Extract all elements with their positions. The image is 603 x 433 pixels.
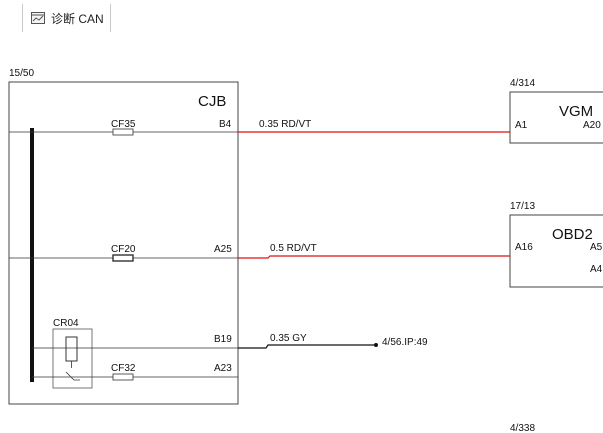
relay-cr04-label: CR04 [53,318,79,329]
cjb-module-label: CJB [198,93,226,110]
wire-label-w3: 0.35 GY [270,333,307,344]
fuse-cf32-symbol[interactable] [112,373,134,381]
fuse-cf32-label: CF32 [111,363,136,374]
tab-diagnostic-can[interactable]: 诊断 CAN [22,4,111,32]
fuse-cf35-symbol[interactable] [112,128,134,136]
vgm-module-label: VGM [559,103,593,120]
cjb-page-ref[interactable]: 15/50 [9,68,34,79]
tab-bar: 诊断 CAN [22,4,111,32]
wire-b19-terminal-dot [374,343,378,347]
obd2-module-box [509,214,603,288]
pin-cjb-b19: B19 [214,334,232,345]
obd2-module-label: OBD2 [552,226,593,243]
wire-b19-ref[interactable] [238,344,376,349]
fuse-cf20-label: CF20 [111,244,136,255]
cjb-module-box [8,81,239,405]
pin-cjb-a23: A23 [214,363,232,374]
wire-label-w1: 0.35 RD/VT [259,119,311,130]
pin-obd2-a16: A16 [515,242,533,253]
relay-cr04-box[interactable] [52,328,93,389]
pin-vgm-a20: A20 [583,120,601,131]
fuse-cf35-label: CF35 [111,119,136,130]
wire-a25-obd2-a16[interactable] [238,255,510,259]
pin-obd2-a5: A5 [590,242,603,253]
tab-label: 诊断 CAN [51,11,104,26]
wire-label-w2: 0.5 RD/VT [270,243,317,254]
pin-cjb-a25: A25 [214,244,232,255]
bottom-page-ref[interactable]: 4/338 [510,423,535,433]
obd2-page-ref[interactable]: 17/13 [510,201,535,212]
diagram-document-icon [31,12,45,24]
relay-cr04-switch [65,371,80,381]
relay-cr04-coil [65,336,78,362]
pin-cjb-b4: B4 [219,119,232,130]
vgm-module-box [509,91,603,144]
fuse-cf20-symbol[interactable] [112,254,134,262]
ref-ip49[interactable]: 4/56.IP:49 [382,337,428,348]
pin-obd2-a4: A4 [590,264,603,275]
pin-vgm-a1: A1 [515,120,528,131]
vgm-page-ref[interactable]: 4/314 [510,78,535,89]
